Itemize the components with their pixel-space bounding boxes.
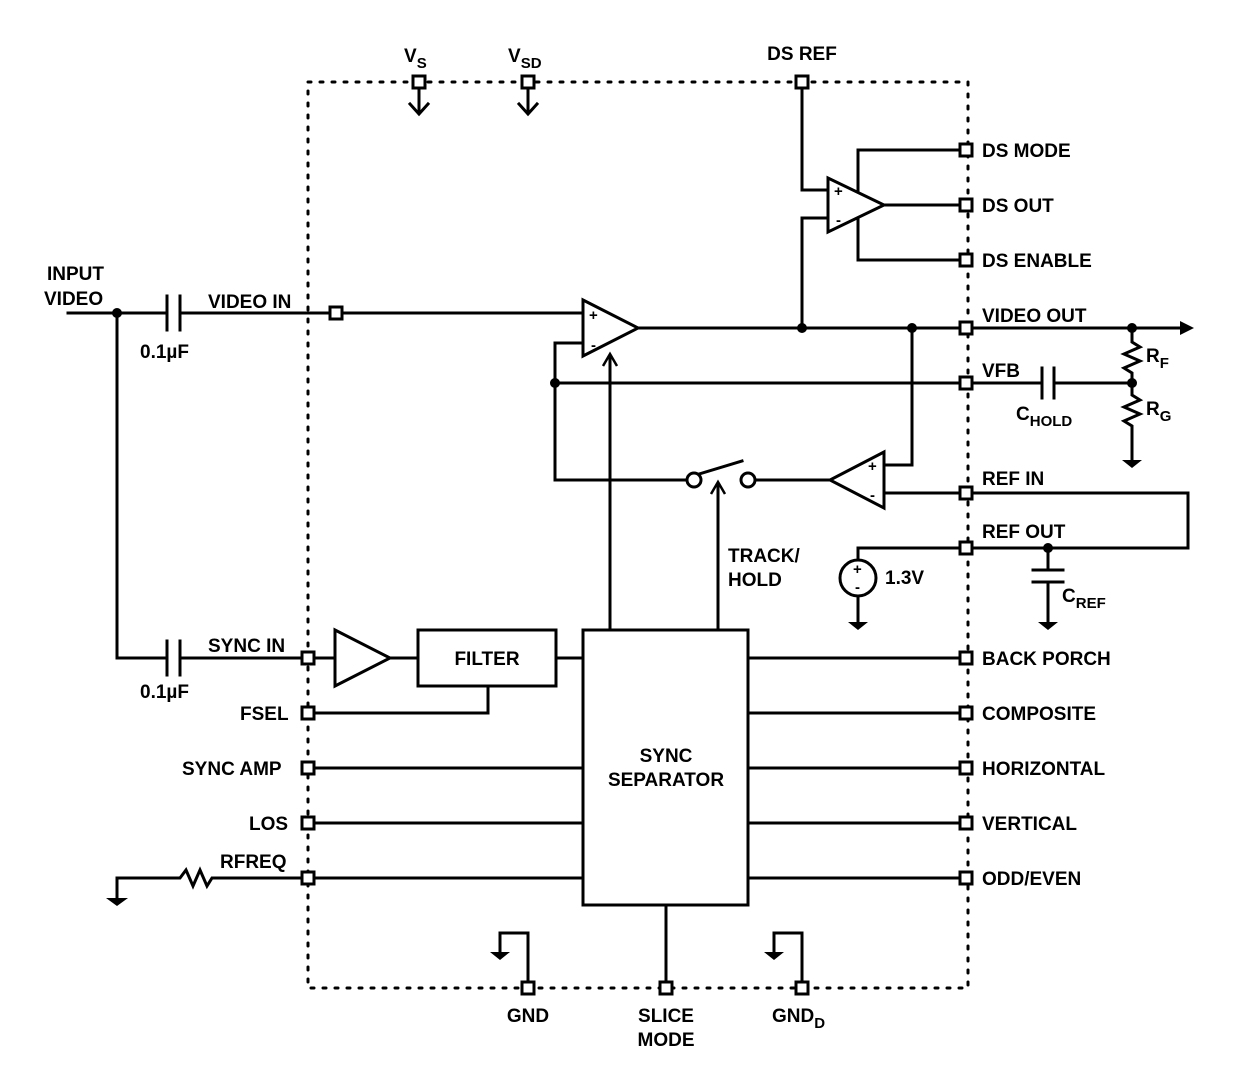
sync-separator-block [581,628,750,907]
vfb-label: VFB [982,361,1020,382]
input-video-label-line2: VIDEO [44,289,103,310]
video-out-label: VIDEO OUT [982,306,1087,327]
horizontal-label: HORIZONTAL [982,759,1106,780]
gnd-pin [520,980,536,996]
video-out-pin [958,320,974,336]
chip-boundary [306,80,970,990]
rfreq-resistor [106,866,304,906]
voltage-source-minus: - [855,579,860,596]
ds-out-pin [958,197,974,213]
sync-buffer-amp [333,627,394,689]
voltage-source-label: 1.3V [885,568,924,589]
video-in-label: VIDEO IN [208,292,291,313]
gndd-label: GNDD [772,1006,825,1032]
composite-pin [958,705,974,721]
slice-mode-pin [658,980,674,996]
vs-label: VS [404,46,427,72]
switch-blade [697,459,744,476]
back-porch-label: BACK PORCH [982,649,1111,670]
sync-separator-label-line2: SEPARATOR [608,770,724,791]
rg-label: RG [1146,399,1171,425]
ref-in-label: REF IN [982,469,1044,490]
sync-amp-pin [300,760,316,776]
ref-in-pin [958,485,974,501]
cap-top-label: 0.1µF [140,342,189,363]
ds-comparator [826,175,888,235]
ds-out-label: DS OUT [982,196,1054,217]
switch-contact-left [685,471,703,489]
ds-ref-pin [794,74,810,90]
ds-ref-label: DS REF [767,44,837,65]
vfb-pin [958,375,974,391]
ds-mode-pin [958,142,974,158]
los-label: LOS [249,814,288,835]
gnd-label: GND [507,1006,549,1027]
ds-comp-minus: - [836,212,841,229]
input-video-network [66,294,332,677]
vertical-label: VERTICAL [982,814,1077,835]
ref-out-pin [958,540,974,556]
sync-amp-label: SYNC AMP [182,759,282,780]
video-amplifier [581,297,642,359]
cref-label: CREF [1062,586,1106,612]
fsel-pin [300,705,316,721]
gnd-connection [490,931,530,984]
sync-in-label: SYNC IN [208,636,285,657]
cref-capacitor [1031,546,1065,630]
sync-in-pin [300,650,316,666]
filter-label: FILTER [454,649,519,670]
rfreq-pin [300,870,316,886]
slice-mode-label-line2: MODE [638,1030,695,1051]
slice-mode-label-line1: SLICE [638,1006,694,1027]
ds-comp-plus: + [834,183,843,200]
rfreq-label: RFREQ [220,852,287,873]
vs-arrow [407,86,431,117]
vertical-pin [958,815,974,831]
gndd-connection [764,931,804,984]
cap-bottom-label: 0.1µF [140,682,189,703]
ds-enable-pin [958,252,974,268]
ref-out-label: REF OUT [982,522,1066,543]
rf-label: RF [1146,346,1169,372]
input-video-label-line1: INPUT [47,264,104,285]
switch-contact-right [739,471,757,489]
odd-even-label: ODD/EVEN [982,869,1081,890]
sync-separator-label-line1: SYNC [640,746,693,767]
video-in-pin [328,305,344,321]
odd-even-pin [958,870,974,886]
vsd-pin [520,74,536,90]
fsel-label: FSEL [240,704,289,725]
horizontal-pin [958,760,974,776]
gndd-pin [794,980,810,996]
hold-amplifier [826,449,886,511]
los-pin [300,815,316,831]
chold-capacitor [970,366,1134,400]
vsd-arrow [516,86,540,117]
ds-enable-label: DS ENABLE [982,251,1092,272]
filter-block [416,628,558,688]
hold-amp-plus: + [868,458,877,475]
vsd-label: VSD [508,46,542,72]
composite-label: COMPOSITE [982,704,1096,725]
back-porch-pin [958,650,974,666]
ds-mode-label: DS MODE [982,141,1071,162]
video-out-network [970,321,1194,468]
video-amp-plus: + [589,307,598,324]
voltage-source-plus: + [853,561,862,578]
vs-pin [411,74,427,90]
video-amp-minus: - [591,337,596,354]
track-hold-label-line2: HOLD [728,570,782,591]
voltage-source [838,546,962,630]
track-hold-label-line1: TRACK/ [728,546,800,567]
hold-amp-minus: - [870,487,875,504]
chold-label: CHOLD [1016,404,1072,430]
